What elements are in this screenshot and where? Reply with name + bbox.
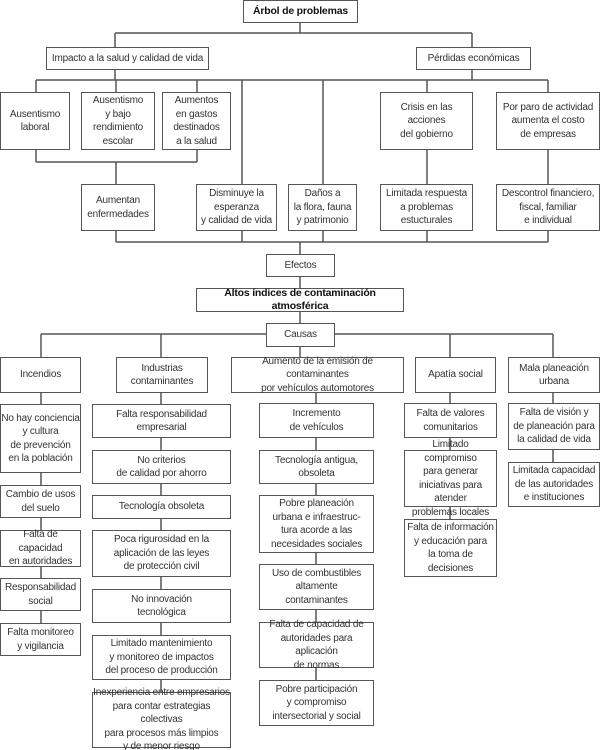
cause-box: No hay conciencia y cultura de prevenció… bbox=[0, 404, 81, 473]
cause-box: Responsabilidad social bbox=[0, 578, 81, 611]
cause-box: Limitado mantenimiento y monitoreo de im… bbox=[92, 635, 231, 680]
cause-box: Pobre planeación urbana e infraestruc- t… bbox=[259, 495, 374, 553]
causes-label: Causas bbox=[266, 323, 335, 347]
cause-box: Incremento de vehículos bbox=[259, 403, 374, 438]
cause-box: Falta monitoreo y vigilancia bbox=[0, 623, 81, 656]
cause-box: Poca rigurosidad en la aplicación de las… bbox=[92, 530, 231, 577]
central-problem: Altos índices de contaminación atmosféri… bbox=[196, 287, 404, 312]
effects-label: Efectos bbox=[266, 254, 335, 277]
cause-box: Pobre participación y compromiso interse… bbox=[259, 680, 374, 726]
cause-head-incendios: Incendios bbox=[0, 357, 81, 393]
effect-box: Por paro de actividad aumenta el costo d… bbox=[496, 92, 600, 150]
cause-box: No criterios de calidad por ahorro bbox=[92, 450, 231, 484]
effect-box: Disminuye la esperanza y calidad de vida bbox=[196, 184, 277, 231]
effect-branch-economic: Pérdidas económicas bbox=[416, 47, 531, 70]
diagram-title: Árbol de problemas bbox=[243, 0, 358, 23]
cause-box: Falta de visión y de planeación para la … bbox=[508, 403, 600, 450]
cause-box: Tecnología antigua, obsoleta bbox=[259, 450, 374, 484]
effect-box: Aumentos en gastos destinados a la salud bbox=[162, 92, 231, 150]
cause-box: Falta de información y educación para la… bbox=[404, 519, 497, 577]
effect-box: Limitada respuesta a problemas estuctura… bbox=[380, 184, 473, 231]
cause-box: Cambio de usos del suelo bbox=[0, 485, 81, 518]
cause-head-planeacion: Mala planeación urbana bbox=[508, 357, 600, 393]
effect-branch-health: Impacto a la salud y calidad de vida bbox=[46, 47, 209, 70]
effect-box: Ausentismo laboral bbox=[0, 92, 70, 150]
cause-head-vehiculos: Aumento de la emisión de contaminantes p… bbox=[231, 356, 404, 394]
cause-box: Inexperiencia entre empresarios para con… bbox=[92, 687, 231, 750]
cause-box: Uso de combustibles altamente contaminan… bbox=[259, 564, 374, 610]
cause-box: Tecnología obsoleta bbox=[92, 495, 231, 519]
cause-head-industrias: Industrias contaminantes bbox=[116, 357, 208, 393]
cause-box: Falta de capacidad de autoridades para a… bbox=[259, 619, 374, 671]
effect-box: Daños a la flora, fauna y patrimonio bbox=[288, 184, 357, 231]
effect-box: Aumentan enfermedades bbox=[81, 184, 155, 231]
effect-box: Crisis en las acciones del gobierno bbox=[380, 92, 473, 150]
cause-box: Limitada capacidad de las autoridades e … bbox=[508, 462, 600, 507]
effect-box: Descontrol financiero, fiscal, familiar … bbox=[496, 184, 600, 231]
cause-box: No innovación tecnológica bbox=[92, 589, 231, 623]
cause-box: Falta responsabilidad empresarial bbox=[92, 404, 231, 438]
cause-box: Falta de capacidad en autoridades bbox=[0, 529, 81, 567]
cause-box: Falta de valores comunitarios bbox=[404, 403, 497, 438]
effect-box: Ausentismo y bajo rendimiento escolar bbox=[81, 92, 155, 150]
cause-head-apatia: Apatía social bbox=[415, 357, 496, 393]
cause-box: Limitado compromiso para generar iniciat… bbox=[404, 439, 497, 518]
